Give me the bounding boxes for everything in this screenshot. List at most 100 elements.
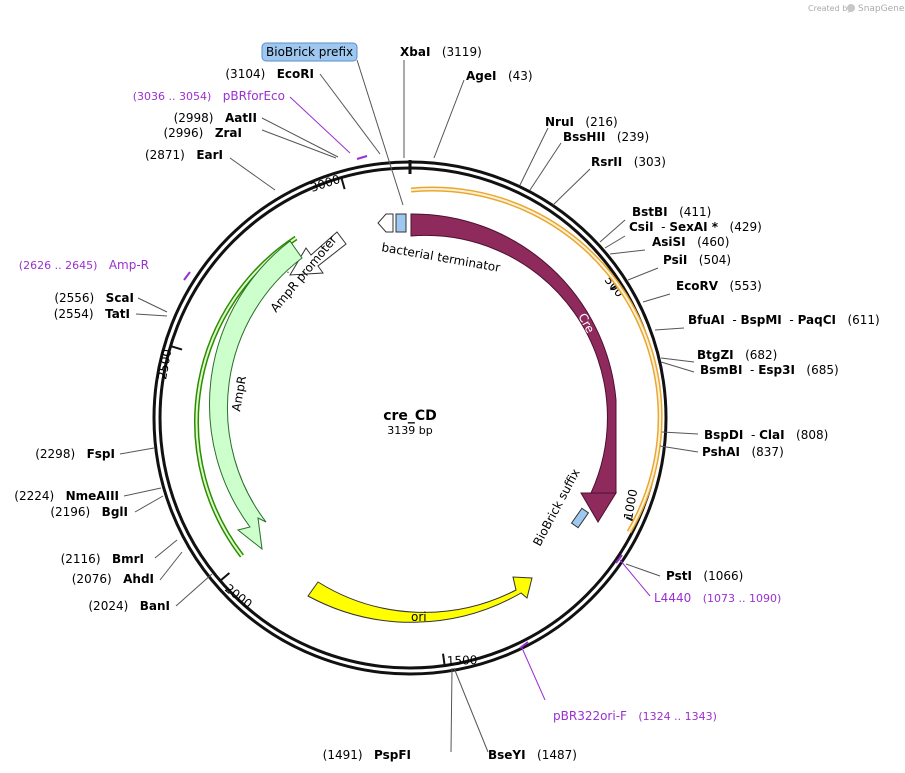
primer-marker-pbr322ori	[519, 641, 529, 649]
site-position: (2996)	[163, 126, 203, 140]
primer-marker-l4440	[615, 554, 623, 564]
enzyme-name: RsrII	[591, 155, 622, 169]
primer-labels: L4440 (1073 .. 1090) pBR322ori-F (1324 ..…	[19, 89, 781, 723]
enzyme-name: ZraI	[215, 126, 242, 140]
plasmid-name: cre_CD	[383, 408, 437, 424]
primer-marker-pbrforeco	[356, 155, 368, 160]
site-label[interactable]: (2298) FspI	[35, 447, 115, 461]
primer-name: pBRforEco	[223, 89, 285, 103]
site-label[interactable]: PstI (1066)	[666, 569, 743, 583]
enzyme-name: PstI	[666, 569, 692, 583]
primer-label[interactable]: (2626 .. 2645) Amp-R	[19, 258, 149, 272]
enzyme-name: PspFI	[374, 748, 411, 762]
bacterial-terminator-label: bacterial terminator	[380, 240, 501, 275]
tick-label: 1000	[621, 488, 640, 521]
leader-lines	[119, 60, 699, 753]
enzyme-name: BstBI	[632, 205, 668, 219]
site-position: (43)	[508, 69, 533, 83]
site-position: (837)	[751, 445, 783, 459]
primer-marker-ampr	[183, 271, 191, 281]
site-label[interactable]: (2116) BmrI	[61, 552, 144, 566]
site-label[interactable]: (2024) BanI	[88, 599, 170, 613]
site-label[interactable]: BseYI (1487)	[488, 748, 577, 762]
site-label[interactable]: AsiSI (460)	[652, 235, 729, 249]
primer-label[interactable]: pBR322ori-F (1324 .. 1343)	[553, 709, 717, 723]
enzyme-name: BglI	[102, 505, 128, 519]
site-label[interactable]: NruI (216)	[545, 115, 618, 129]
site-label[interactable]: RsrII (303)	[591, 155, 666, 169]
site-position: (2871)	[145, 148, 185, 162]
enzyme-name: Esp3I	[758, 363, 795, 377]
site-label[interactable]: (2556) ScaI	[54, 291, 134, 305]
site-label[interactable]: BssHII (239)	[563, 130, 649, 144]
enzyme-name: TatI	[105, 307, 130, 321]
site-label[interactable]: (2998) AatII	[174, 111, 257, 125]
site-position: (411)	[679, 205, 711, 219]
terminator-arrow-icon	[377, 213, 394, 233]
biobrick-prefix-label: BioBrick prefix	[266, 45, 353, 59]
site-labels: XbaI (3119) AgeI (43) NruI (216)BssHII (23…	[14, 45, 879, 762]
site-position: (3119)	[442, 45, 482, 59]
enzyme-name: BsmBI	[700, 363, 742, 377]
tick-mark	[340, 177, 346, 190]
site-label[interactable]: BtgZI (682)	[697, 348, 777, 362]
site-label[interactable]: AgeI (43)	[466, 69, 533, 83]
site-label[interactable]: (2224) NmeAIII	[14, 489, 119, 503]
site-label[interactable]: PsiI (504)	[663, 253, 731, 267]
site-position: (2116)	[61, 552, 101, 566]
site-label[interactable]: (2871) EarI	[145, 148, 223, 162]
site-position: (2024)	[88, 599, 128, 613]
site-position: (504)	[699, 253, 731, 267]
site-label[interactable]: (1491) PspFI	[323, 748, 411, 762]
site-position: (1487)	[537, 748, 577, 762]
primer-label[interactable]: L4440 (1073 .. 1090)	[654, 591, 781, 605]
cre-feature[interactable]	[410, 213, 617, 523]
enzyme-name: EcoRV	[676, 279, 719, 293]
site-position: (2224)	[14, 489, 54, 503]
site-label[interactable]: (2196) BglI	[50, 505, 128, 519]
site-label[interactable]: (2996) ZraI	[163, 126, 242, 140]
site-label[interactable]: BfuAI - BspMI - PaqCI (611)	[688, 313, 880, 327]
site-position: (2076)	[72, 572, 112, 586]
snapgene-logo-icon	[847, 4, 855, 12]
enzyme-name: BseYI	[488, 748, 526, 762]
enzyme-name: AsiSI	[652, 235, 686, 249]
site-label[interactable]: EcoRV (553)	[676, 279, 762, 293]
site-position: (216)	[585, 115, 617, 129]
primer-range: (2626 .. 2645)	[19, 259, 98, 272]
enzyme-name: BspMI	[740, 313, 781, 327]
tick-label: 3000	[309, 172, 342, 195]
plasmid-length: 3139 bp	[387, 424, 432, 437]
ori-feature[interactable]	[307, 576, 533, 623]
ori-label: ori	[411, 610, 427, 624]
site-label[interactable]: XbaI (3119)	[400, 45, 482, 59]
site-label[interactable]: BstBI (411)	[632, 205, 711, 219]
enzyme-name: AhdI	[123, 572, 154, 586]
site-position: (2556)	[54, 291, 94, 305]
site-position: (808)	[796, 428, 828, 442]
site-label[interactable]: BspDI - ClaI (808)	[704, 428, 828, 442]
enzyme-name: BssHII	[563, 130, 605, 144]
ampr-feature[interactable]	[209, 240, 303, 551]
enzyme-name: AgeI	[466, 69, 496, 83]
terminator-box	[395, 213, 407, 233]
site-label[interactable]: (2076) AhdI	[72, 572, 154, 586]
credit-prefix: Created by	[808, 4, 852, 13]
enzyme-name: CsiI	[629, 220, 654, 234]
biobrick-prefix-box[interactable]	[261, 42, 358, 62]
site-position: (1491)	[323, 748, 363, 762]
site-label[interactable]: (3104) EcoRI	[225, 67, 314, 81]
orf-orange-arc	[410, 186, 663, 534]
site-position: (553)	[730, 279, 762, 293]
site-label[interactable]: PshAI (837)	[702, 445, 784, 459]
site-position: (682)	[745, 348, 777, 362]
primer-range: (3036 .. 3054)	[133, 90, 212, 103]
site-position: (429)	[730, 220, 762, 234]
site-label[interactable]: CsiI - SexAI * (429)	[629, 220, 762, 234]
ampr-label: AmpR	[229, 375, 249, 413]
site-position: (2554)	[54, 307, 94, 321]
primer-label[interactable]: (3036 .. 3054) pBRforEco	[133, 89, 285, 103]
site-label[interactable]: BsmBI - Esp3I (685)	[700, 363, 839, 377]
site-label[interactable]: (2554) TatI	[54, 307, 130, 321]
